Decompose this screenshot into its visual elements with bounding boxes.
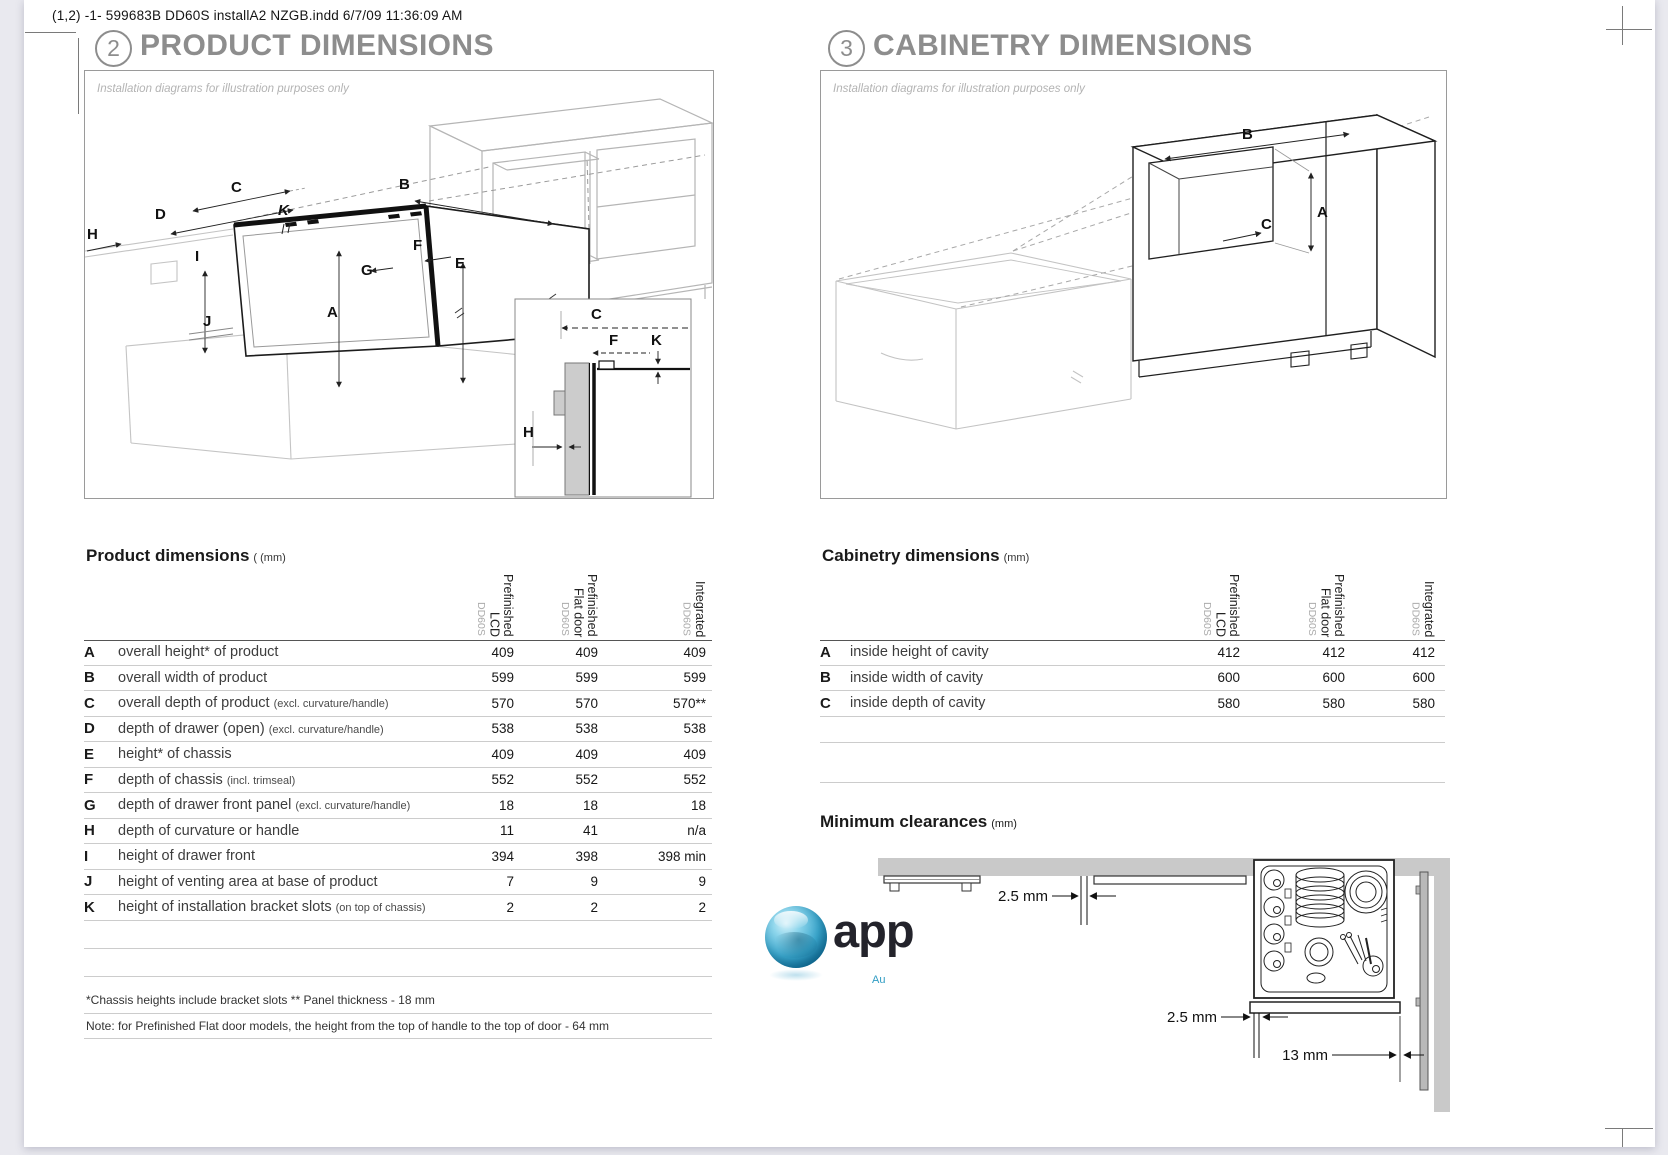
bench-section [883,875,981,892]
dim-label-j: J [203,313,211,330]
cabinet-unit [1130,113,1438,378]
dishes [1263,867,1388,984]
cabinetry-isometric-diagram: B A C [835,113,1438,430]
dim-label-b: B [1242,126,1253,143]
dimension-lines [1164,131,1350,254]
section-number-3: 3 [828,30,865,67]
adjacent-panel [1093,875,1247,885]
dim-label-c: C [231,179,242,196]
cross-section-inset: C F K H [514,298,692,498]
inset-label-c: C [591,306,602,323]
empty-row [820,743,1445,783]
dim-label-h: H [87,226,98,243]
minimum-clearances-title: Minimum clearances(mm) [820,812,1017,831]
table-footnote-1: *Chassis heights include bracket slots *… [84,977,712,1014]
minimum-clearances-diagram: 2.5 mm [878,858,1450,1112]
empty-row [820,717,1445,743]
gap-top-lines [1080,876,1088,925]
ghost-countertop [84,228,234,285]
inset-label-f: F [609,332,618,349]
watermark-logo-text: app [833,904,915,957]
gap-right-label: 13 mm [1282,1047,1328,1064]
diagram-disclaimer: Installation diagrams for illustration p… [97,83,349,95]
gap-top-label: 2.5 mm [998,888,1048,905]
crop-mark-top-right-h [1606,29,1652,30]
crop-mark-bottom-right-h [1605,1128,1653,1129]
dim-label-a: A [327,304,338,321]
cabinetry-dimensions-title: CABINETRY DIMENSIONS [873,29,1253,62]
dim-label-d: D [155,206,166,223]
inset-label-k: K [651,332,662,349]
product-isometric-diagram: C B D H K I F E G A J [84,98,715,498]
file-info-header: (1,2) -1- 599683B DD60S installA2 NZGB.i… [52,8,463,23]
drawer-front-panel [1249,1001,1401,1014]
diagram-disclaimer: Installation diagrams for illustration p… [833,83,1085,95]
door-panel [1419,871,1429,1091]
cabinetry-table-title: Cabinetry dimensions(mm) [822,546,1030,565]
dimension-lines [86,187,554,388]
cabinetry-diagram-box: Installation diagrams for illustration p… [820,70,1447,499]
section-number-2: 2 [95,30,132,67]
hinge-nub [1415,885,1421,895]
gap-side-lines [1253,1013,1260,1058]
dim-label-k: K [278,202,290,219]
crop-mark-bottom-right-v [1622,1128,1623,1147]
dim-label-f: F [413,237,422,254]
dim-label-i: I [195,248,199,265]
watermark-logo-subtext: Au [872,974,886,986]
watermark-logo-sphere [765,906,827,968]
gap-side-label: 2.5 mm [1167,1009,1217,1026]
empty-row [84,921,712,949]
hinge-nub [1415,997,1421,1007]
ghost-drawer-outline [835,252,1132,430]
inset-label-h: H [523,424,534,441]
product-dimensions-title: PRODUCT DIMENSIONS [140,29,494,62]
drawer-top-view [1249,859,1401,1014]
watermark-logo-reflection [769,969,823,981]
empty-row [84,949,712,977]
dim-label-g: G [361,262,373,279]
crop-mark-top-left-v [78,38,79,114]
crop-mark-top-left-h [25,32,76,33]
product-table-title: Product dimensions( (mm) [86,546,286,565]
dim-label-a: A [1317,204,1328,221]
crop-mark-top-right-v [1622,6,1623,45]
dim-label-b: B [399,176,410,193]
product-diagram-box: Installation diagrams for illustration p… [84,70,715,499]
dim-label-e: E [455,255,465,272]
table-footnote-2: Note: for Prefinished Flat door models, … [84,1014,712,1039]
dim-label-c: C [1261,216,1272,233]
wall-right [1434,858,1450,1112]
